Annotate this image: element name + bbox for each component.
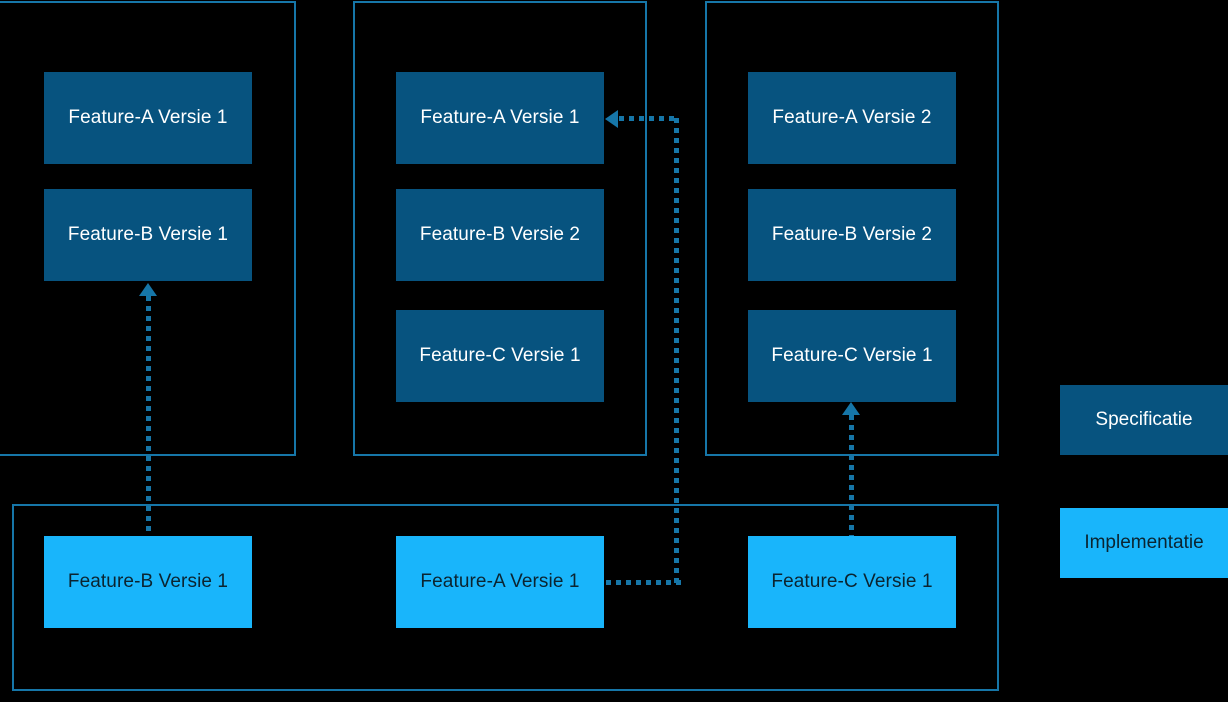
legend-item-implementatie: Implementatie xyxy=(1060,508,1228,578)
connector-impl-b1-to-spec-b1-line xyxy=(146,296,151,536)
legend-label-implementatie: Implementatie xyxy=(1084,532,1204,553)
node-label: Feature-A Versie 1 xyxy=(420,106,580,128)
node-label: Feature-B Versie 2 xyxy=(771,223,933,245)
spec-node-b-v2-g2[interactable]: Feature-B Versie 2 xyxy=(396,189,604,281)
connector-impl-a1-to-spec-a1-vertical-line xyxy=(674,118,679,583)
impl-group-container xyxy=(12,504,999,691)
node-label: Feature-A Versie 2 xyxy=(772,106,932,128)
spec-group-2-container xyxy=(353,1,647,456)
spec-node-c-v1-g3[interactable]: Feature-C Versie 1 xyxy=(748,310,956,402)
node-label: Feature-C Versie 1 xyxy=(771,344,933,366)
node-label: Feature-C Versie 1 xyxy=(419,344,581,366)
spec-node-a-v2-g3[interactable]: Feature-A Versie 2 xyxy=(748,72,956,164)
node-label: Feature-C Versie 1 xyxy=(771,570,933,592)
legend-label-specificatie: Specificatie xyxy=(1095,409,1193,430)
connector-impl-a1-to-spec-a1-arrowhead xyxy=(605,110,618,128)
node-label: Feature-B Versie 2 xyxy=(419,223,581,245)
impl-node-c-v1[interactable]: Feature-C Versie 1 xyxy=(748,536,956,628)
connector-impl-c1-to-spec-c1-arrowhead xyxy=(842,402,860,415)
node-label: Feature-A Versie 1 xyxy=(68,106,228,128)
spec-node-b-v1-g1[interactable]: Feature-B Versie 1 xyxy=(44,189,252,281)
impl-node-a-v1[interactable]: Feature-A Versie 1 xyxy=(396,536,604,628)
node-label: Feature-B Versie 1 xyxy=(67,570,229,592)
spec-node-c-v1-g2[interactable]: Feature-C Versie 1 xyxy=(396,310,604,402)
spec-node-a-v1-g2[interactable]: Feature-A Versie 1 xyxy=(396,72,604,164)
node-label: Feature-B Versie 1 xyxy=(67,223,229,245)
connector-impl-c1-to-spec-c1-line xyxy=(849,415,854,536)
connector-impl-a1-to-spec-a1-lower-line xyxy=(606,580,681,585)
spec-node-b-v2-g3[interactable]: Feature-B Versie 2 xyxy=(748,189,956,281)
legend-item-specificatie: Specificatie xyxy=(1060,385,1228,455)
connector-impl-b1-to-spec-b1-arrowhead xyxy=(139,283,157,296)
connector-impl-a1-to-spec-a1-upper-line xyxy=(619,116,679,121)
impl-node-b-v1[interactable]: Feature-B Versie 1 xyxy=(44,536,252,628)
node-label: Feature-A Versie 1 xyxy=(420,570,580,592)
spec-node-a-v1-g1[interactable]: Feature-A Versie 1 xyxy=(44,72,252,164)
